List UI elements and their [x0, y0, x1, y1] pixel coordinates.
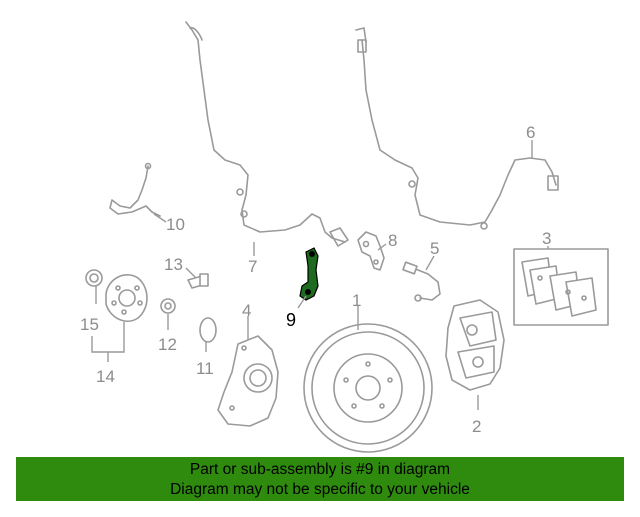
- part-14-hub-flange[interactable]: [105, 274, 148, 322]
- banner-line-2: Diagram may not be specific to your vehi…: [170, 481, 470, 498]
- part-8-bracket[interactable]: [357, 231, 385, 271]
- callout-1[interactable]: 1: [352, 291, 361, 310]
- part-6-sensor-cable[interactable]: [355, 27, 559, 230]
- part-10-sensor-wire[interactable]: [109, 162, 161, 217]
- callout-12[interactable]: 12: [158, 335, 177, 354]
- banner-line-1: Part or sub-assembly is #9 in diagram: [189, 461, 451, 478]
- part-1-brake-disc[interactable]: [303, 323, 433, 453]
- part-13-bolt[interactable]: [187, 273, 209, 289]
- part-7-sensor-cable[interactable]: [185, 21, 349, 247]
- part-4-steering-knuckle[interactable]: [217, 335, 279, 427]
- callout-9[interactable]: 9: [286, 310, 296, 330]
- callout-14[interactable]: 14: [96, 367, 115, 386]
- part-11-o-ring[interactable]: [199, 317, 217, 343]
- callout-15[interactable]: 15: [80, 315, 99, 334]
- part-12-plug[interactable]: [160, 298, 176, 314]
- callout-13[interactable]: 13: [164, 255, 183, 274]
- callout-5[interactable]: 5: [430, 239, 439, 258]
- callout-6[interactable]: 6: [526, 123, 535, 142]
- info-banner: Part or sub-assembly is #9 in diagram Di…: [16, 457, 624, 501]
- callout-2[interactable]: 2: [472, 417, 481, 436]
- callout-7[interactable]: 7: [248, 257, 257, 276]
- leader-lines: [91, 140, 549, 410]
- callouts: 1 2 3 4 5 6 7 8 9 10 11 12 13 14 15: [80, 123, 551, 436]
- part-2-brake-caliper[interactable]: [445, 299, 505, 391]
- part-9-highlighted-bracket[interactable]: [299, 247, 319, 301]
- part-5-wear-sensor[interactable]: [402, 261, 441, 302]
- callout-8[interactable]: 8: [388, 231, 397, 250]
- callout-3[interactable]: 3: [542, 229, 551, 248]
- callout-11[interactable]: 11: [196, 359, 214, 378]
- part-15-seal[interactable]: [85, 269, 103, 287]
- callout-10[interactable]: 10: [166, 215, 185, 234]
- part-3-brake-pad-set[interactable]: [513, 248, 609, 326]
- callout-4[interactable]: 4: [242, 301, 251, 320]
